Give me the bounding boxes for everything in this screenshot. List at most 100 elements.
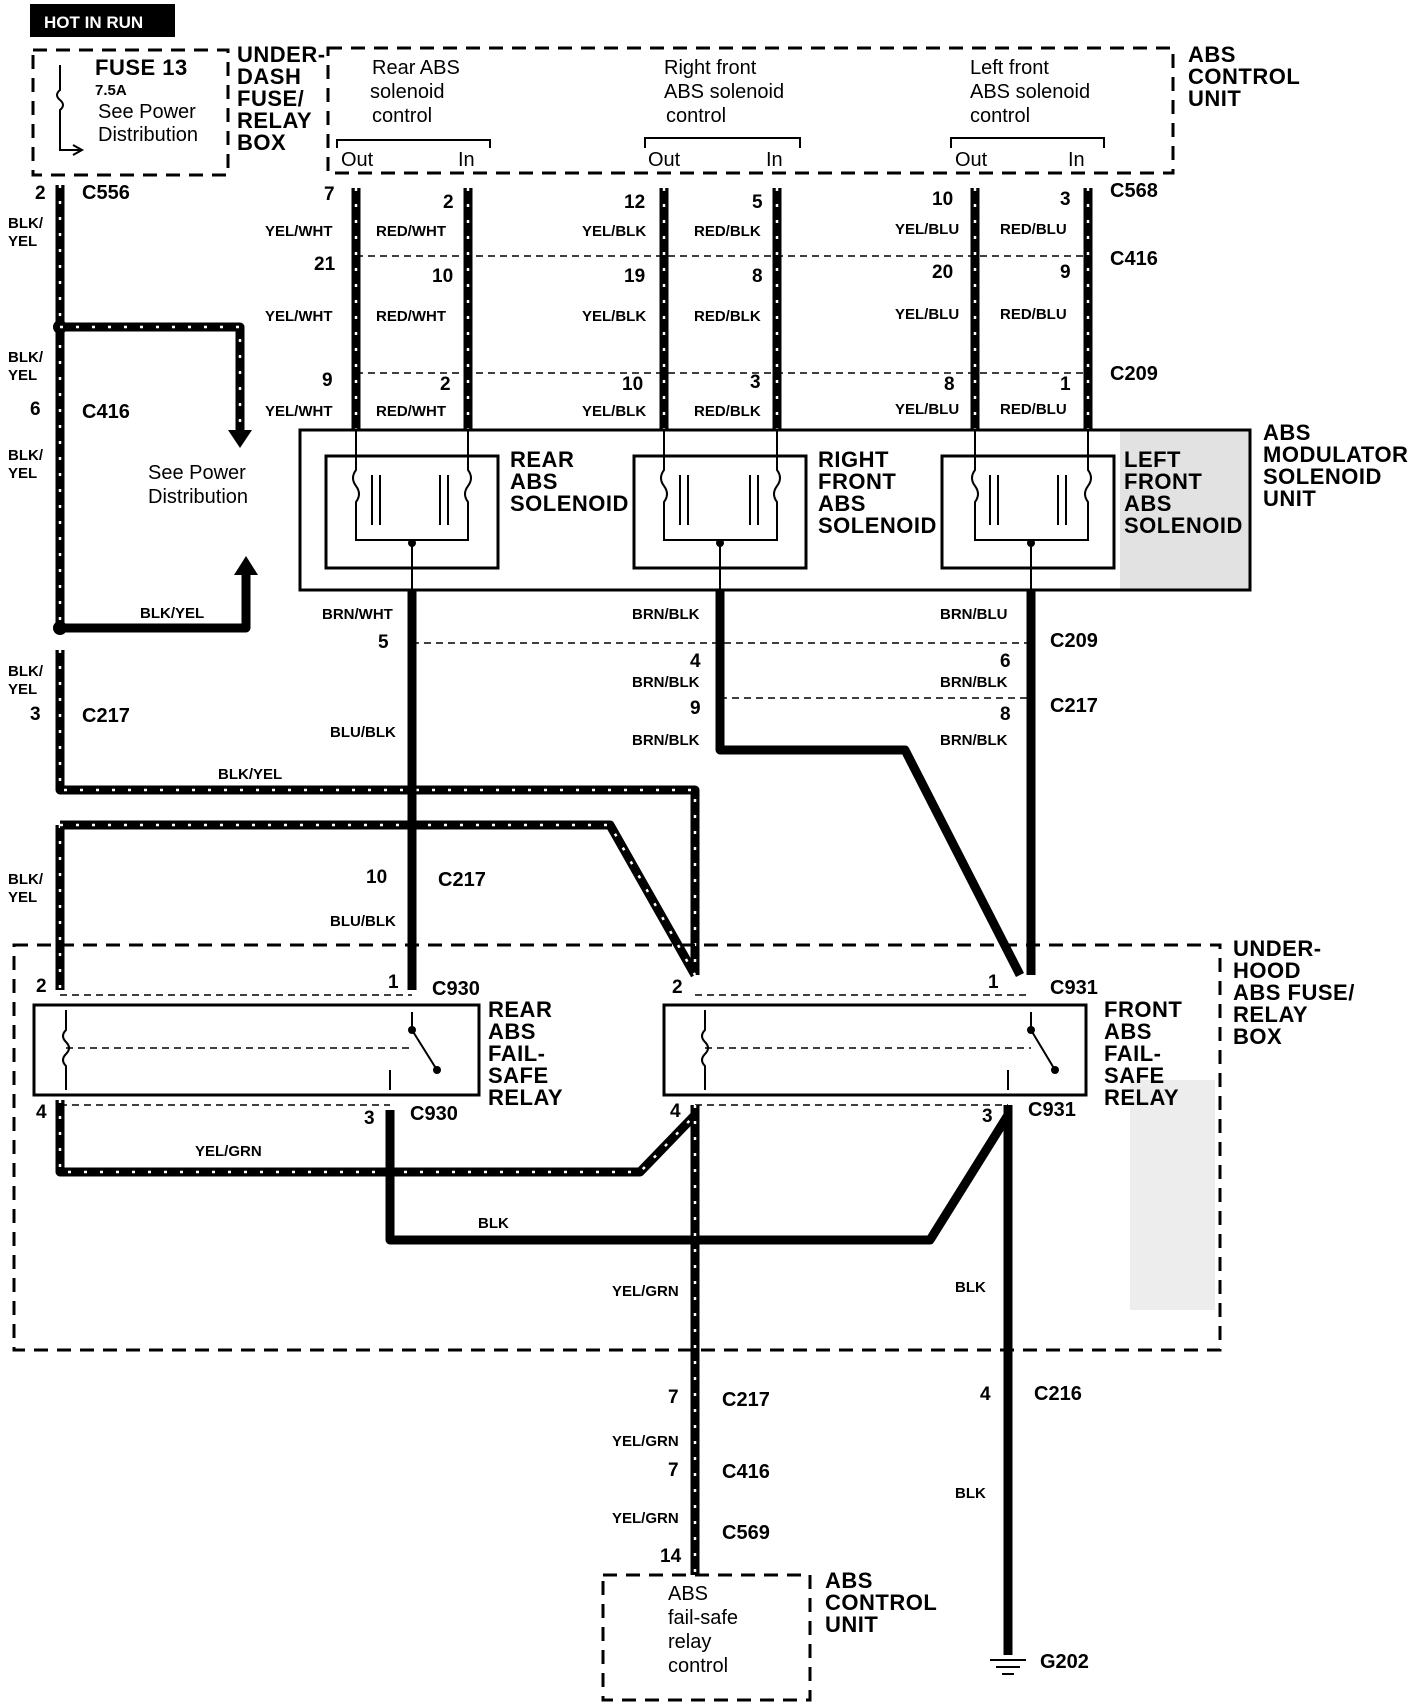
red-wht-label-2: RED/WHT	[376, 308, 446, 325]
underhood-label-1: UNDER-	[1233, 936, 1322, 961]
connector-c569: C569	[722, 1522, 770, 1544]
modulator-title-3: SOLENOID	[1263, 464, 1382, 489]
lf-control-line1: Left front	[970, 57, 1049, 79]
modulator-title-1: ABS	[1263, 420, 1311, 445]
lf-solenoid-line4: SOLENOID	[1124, 513, 1243, 538]
pin-c209-9: 9	[322, 370, 333, 391]
red-blk-label-3: RED/BLK	[694, 403, 761, 420]
lf-out-label: Out	[955, 149, 988, 171]
yel-grn-label-1: YEL/GRN	[195, 1143, 262, 1160]
brn-blk-label-4: BRN/BLK	[632, 732, 700, 749]
front-relay-line1: FRONT	[1104, 997, 1182, 1022]
pin-c209-3: 3	[750, 372, 761, 393]
connector-c568: C568	[1110, 180, 1158, 202]
connector-c209-top: C209	[1110, 363, 1158, 385]
rf-control-line2: ABS solenoid	[664, 81, 784, 103]
connector-c217-mid: C217	[1050, 695, 1098, 717]
underhood-label-5: BOX	[1233, 1024, 1282, 1049]
yel-blk-label-1: YEL/BLK	[582, 223, 646, 240]
blk-yel-label-e2: YEL	[8, 465, 37, 482]
connector-c209-mid: C209	[1050, 630, 1098, 652]
red-wht-label-1: RED/WHT	[376, 223, 446, 240]
underdash-label-1: UNDER-	[237, 42, 326, 67]
underhood-label-4: RELAY	[1233, 1002, 1308, 1027]
red-wht-label-3: RED/WHT	[376, 403, 446, 420]
underdash-label-5: BOX	[237, 130, 286, 155]
fuse-note-line2: Distribution	[98, 124, 198, 146]
hot-in-run-text: HOT IN RUN	[44, 13, 143, 32]
brn-blk-label-3: BRN/BLK	[940, 674, 1008, 691]
rf-solenoid-line3: ABS	[818, 491, 866, 516]
abs-control-unit-bottom: ABS fail-safe relay control ABS CONTROL …	[601, 1568, 937, 1702]
pin-c556-2: 2	[35, 183, 46, 204]
brn-blk-label-1: BRN/BLK	[632, 606, 700, 623]
pin-c217-10: 10	[366, 867, 387, 888]
blk-yel-label-f2: YEL	[8, 681, 37, 698]
failsafe-control-line2: fail-safe	[668, 1607, 738, 1629]
red-blk-label-2: RED/BLK	[694, 308, 761, 325]
power-note-line2: Distribution	[148, 486, 248, 508]
yel-blk-label-3: YEL/BLK	[582, 403, 646, 420]
rear-control-line3: control	[372, 105, 432, 127]
pin-c416-20: 20	[932, 262, 953, 283]
front-relay-line2: ABS	[1104, 1019, 1152, 1044]
pin-c416-19: 19	[624, 266, 645, 287]
pin-c931-4: 4	[670, 1101, 681, 1122]
fuse-rating-label: 7.5A	[95, 82, 127, 99]
blk-yel-feed: See Power Distribution BLK/YEL BLK/YEL B…	[8, 182, 700, 990]
pin-c209-10: 10	[622, 374, 643, 395]
connector-c930-bottom: C930	[410, 1103, 458, 1125]
pin-c569-14: 14	[660, 1546, 682, 1567]
blk-yel-label-a: BLK/YEL	[140, 605, 204, 622]
pin-c568-12: 12	[624, 192, 645, 213]
blk-label-1: BLK	[478, 1215, 509, 1232]
pin-c931-1: 1	[988, 972, 999, 993]
brn-blu-label: BRN/BLU	[940, 606, 1008, 623]
pin-c209-5: 5	[378, 632, 389, 653]
abs-modulator-solenoid-unit: ABS MODULATOR SOLENOID UNIT REAR ABS SOL…	[298, 420, 1408, 592]
blk-yel-label-c2: YEL	[8, 233, 37, 250]
lf-solenoid-line1: LEFT	[1124, 447, 1181, 472]
blk-yel-label-g1: BLK/	[8, 871, 44, 888]
pin-c217-3: 3	[30, 704, 41, 725]
lf-solenoid-line3: ABS	[1124, 491, 1172, 516]
power-note-line1: See Power	[148, 462, 246, 484]
blu-blk-label-2: BLU/BLK	[330, 913, 396, 930]
connector-c217-bottom: C217	[722, 1389, 770, 1411]
pin-c209-6: 6	[1000, 651, 1011, 672]
red-blk-label-1: RED/BLK	[694, 223, 761, 240]
connector-c216: C216	[1034, 1383, 1082, 1405]
failsafe-control-line1: ABS	[668, 1583, 708, 1605]
rf-control-line3: control	[666, 105, 726, 127]
yel-wht-label-2: YEL/WHT	[265, 308, 333, 325]
rf-in-label: In	[766, 149, 783, 171]
pin-c217-8: 8	[1000, 704, 1011, 725]
solenoid-return-wires: BRN/WHT BRN/BLK BRN/BLU 5 4 6 C209 BRN/B…	[322, 543, 1098, 990]
yel-grn-label-4: YEL/GRN	[612, 1510, 679, 1527]
front-relay-line5: RELAY	[1104, 1085, 1179, 1110]
connector-c217-low: C217	[438, 869, 486, 891]
connector-c556: C556	[82, 182, 130, 204]
lf-solenoid-line2: FRONT	[1124, 469, 1202, 494]
lower-wires: 7 C217 YEL/GRN 7 C416 YEL/GRN C569 14 4 …	[612, 1105, 1082, 1655]
rear-relay-line3: FAIL-	[488, 1041, 546, 1066]
fuse-note-line1: See Power	[98, 101, 196, 123]
rear-control-line1: Rear ABS	[372, 57, 460, 79]
control-unit-title-3: UNIT	[1188, 86, 1241, 111]
blk-yel-label-d1: BLK/	[8, 349, 44, 366]
pin-c931-2: 2	[672, 977, 683, 998]
rear-solenoid-line1: REAR	[510, 447, 574, 472]
connector-c416-left: C416	[82, 401, 130, 423]
blk-yel-label-d2: YEL	[8, 367, 37, 384]
blk-label-3: BLK	[955, 1485, 986, 1502]
fuse-13-label: FUSE 13	[95, 55, 188, 80]
blk-yel-label-b: BLK/YEL	[218, 766, 282, 783]
brn-blk-label-2: BRN/BLK	[632, 674, 700, 691]
pin-c568-7: 7	[324, 184, 335, 205]
red-blu-label-2: RED/BLU	[1000, 306, 1067, 323]
yel-blk-label-2: YEL/BLK	[582, 308, 646, 325]
pin-c416-7: 7	[668, 1460, 679, 1481]
rear-relay-line1: REAR	[488, 997, 552, 1022]
pin-c416-10: 10	[432, 266, 453, 287]
yel-blu-label-1: YEL/BLU	[895, 221, 959, 238]
